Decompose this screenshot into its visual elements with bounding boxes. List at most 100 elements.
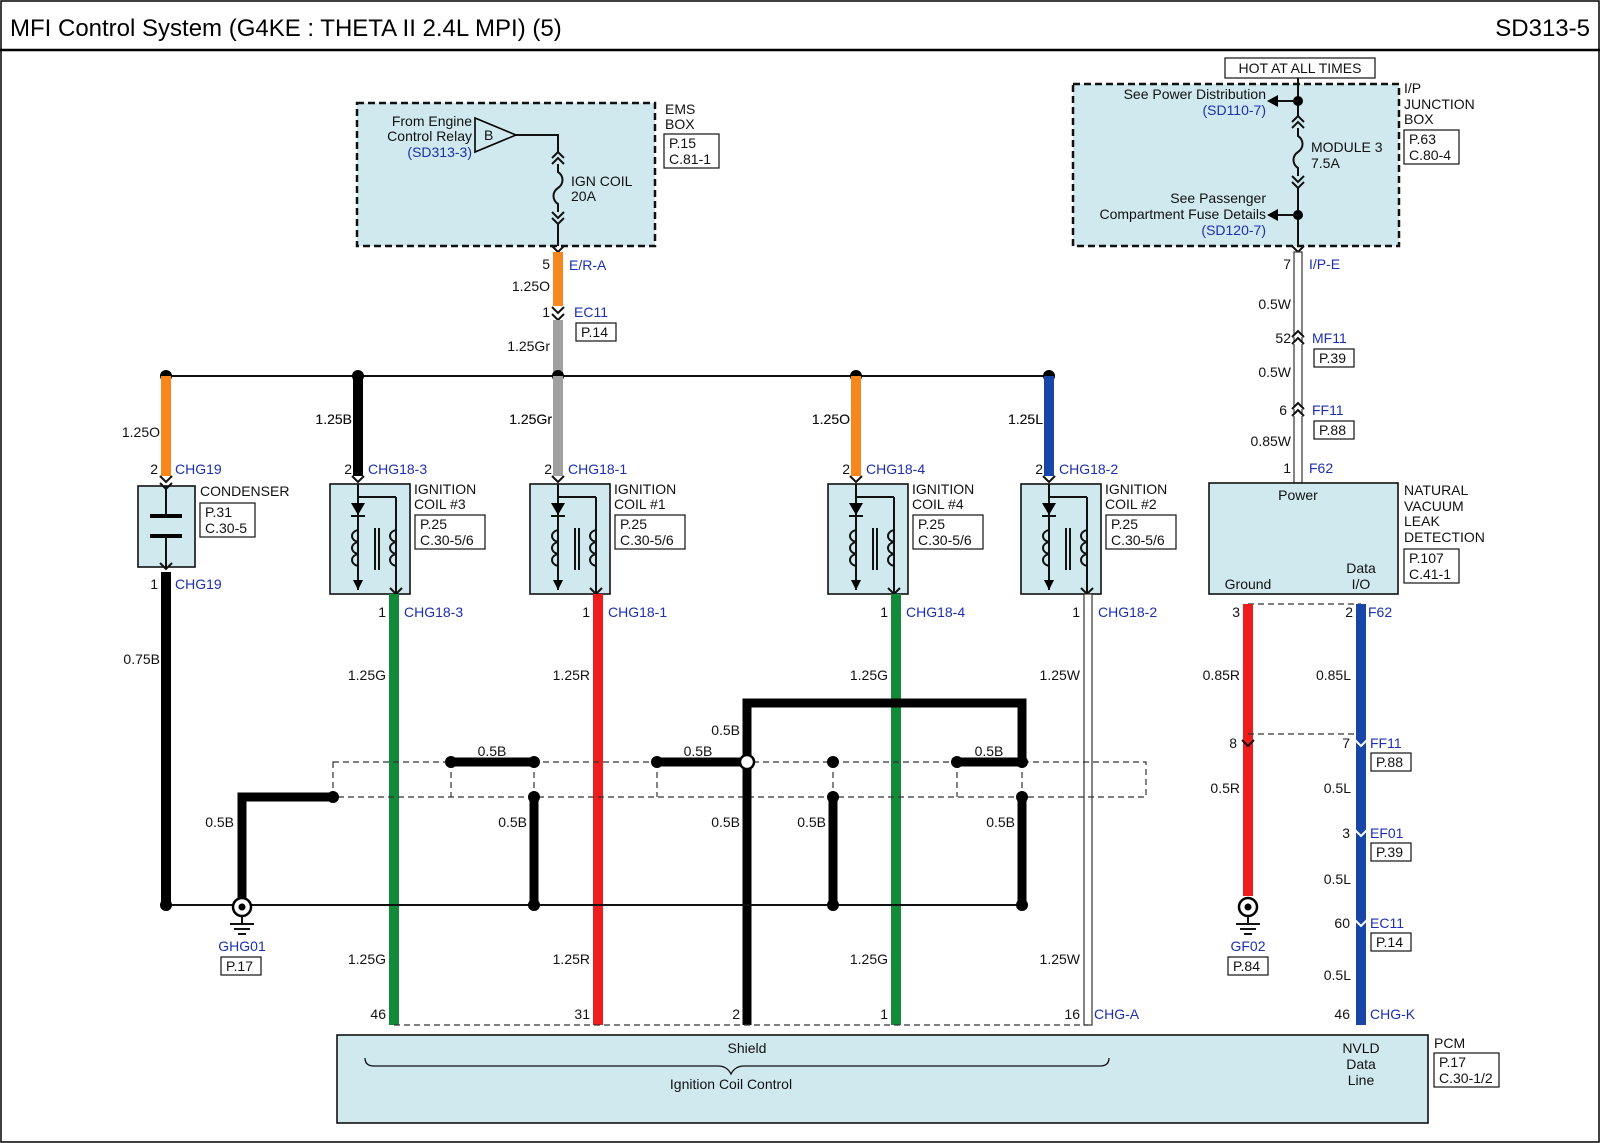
ground-ghg01-icon (230, 896, 254, 935)
svg-text:JUNCTION: JUNCTION (1404, 96, 1475, 112)
svg-text:0.5W: 0.5W (1258, 296, 1291, 312)
svg-text:0.5W: 0.5W (1258, 364, 1291, 380)
ground-gf02-icon (1236, 896, 1260, 935)
svg-text:EC11: EC11 (1370, 915, 1404, 931)
svg-text:P.17: P.17 (226, 958, 253, 974)
svg-text:0.5B: 0.5B (986, 814, 1015, 830)
svg-text:EF01: EF01 (1370, 825, 1404, 841)
svg-text:0.85L: 0.85L (1316, 667, 1351, 683)
svg-text:From Engine: From Engine (392, 113, 472, 129)
svg-text:CHG-A: CHG-A (1094, 1006, 1140, 1022)
svg-text:P.31: P.31 (205, 504, 232, 520)
pcm-module: 2 CHG-A Shield Ignition Coil Control NVL… (336, 1006, 1500, 1124)
svg-text:1.25O: 1.25O (812, 411, 850, 427)
svg-text:P.88: P.88 (1319, 422, 1346, 438)
svg-text:IGNITION: IGNITION (912, 481, 974, 497)
svg-text:1.25W: 1.25W (1040, 951, 1081, 967)
svg-text:1: 1 (880, 1006, 888, 1022)
svg-text:Ignition Coil Control: Ignition Coil Control (670, 1076, 792, 1092)
svg-text:1.25O: 1.25O (122, 424, 160, 440)
svg-text:1.25R: 1.25R (553, 951, 590, 967)
svg-text:P.25: P.25 (1111, 516, 1138, 532)
svg-text:IGNITION: IGNITION (1105, 481, 1167, 497)
svg-text:F62: F62 (1368, 604, 1392, 620)
svg-text:CHG18-1: CHG18-1 (568, 461, 627, 477)
svg-text:0.85W: 0.85W (1251, 433, 1292, 449)
svg-text:P.17: P.17 (1439, 1054, 1466, 1070)
svg-text:P.25: P.25 (918, 516, 945, 532)
svg-text:1.25G: 1.25G (850, 667, 888, 683)
svg-text:P.88: P.88 (1376, 754, 1403, 770)
svg-text:1.25W: 1.25W (1040, 667, 1081, 683)
svg-text:7: 7 (1342, 735, 1350, 751)
svg-text:0.75B: 0.75B (123, 651, 160, 667)
svg-text:CONDENSER: CONDENSER (200, 483, 289, 499)
svg-text:FF11: FF11 (1370, 735, 1402, 751)
svg-text:1: 1 (1072, 604, 1080, 620)
svg-text:CHG19: CHG19 (175, 576, 222, 592)
svg-text:PCM: PCM (1434, 1035, 1465, 1051)
svg-text:See Passenger: See Passenger (1170, 190, 1266, 206)
svg-text:CHG18-4: CHG18-4 (866, 461, 925, 477)
svg-text:1.25G: 1.25G (348, 667, 386, 683)
shield-network: 0.5B 0.5B 0.5B 0.5B 0.5B 0.5B 0.5B 0.5B … (160, 698, 1147, 1025)
svg-text:2: 2 (732, 1006, 740, 1022)
svg-text:GF02: GF02 (1230, 938, 1265, 954)
svg-text:IGN COIL: IGN COIL (571, 173, 633, 189)
svg-text:DETECTION: DETECTION (1404, 529, 1485, 545)
svg-text:1: 1 (1283, 460, 1291, 476)
svg-text:0.5B: 0.5B (711, 814, 740, 830)
svg-text:1.25Gr: 1.25Gr (509, 411, 552, 427)
svg-text:8: 8 (1229, 735, 1237, 751)
svg-text:1: 1 (542, 304, 550, 320)
svg-text:60: 60 (1334, 915, 1350, 931)
svg-text:3: 3 (1342, 825, 1350, 841)
svg-text:0.5B: 0.5B (478, 743, 507, 759)
svg-text:C.30-5/6: C.30-5/6 (918, 532, 972, 548)
svg-text:C.30-5: C.30-5 (205, 520, 247, 536)
svg-text:2: 2 (1345, 604, 1353, 620)
svg-text:MODULE 3: MODULE 3 (1311, 139, 1383, 155)
svg-text:46: 46 (370, 1006, 386, 1022)
svg-text:1: 1 (880, 604, 888, 620)
svg-text:0.5B: 0.5B (498, 814, 527, 830)
svg-text:6: 6 (1279, 402, 1287, 418)
feed-wire: 5 E/R-A 1.25O 1 EC11 P.14 1.25Gr (507, 245, 617, 376)
svg-text:I/P: I/P (1404, 80, 1421, 96)
svg-text:2: 2 (150, 461, 158, 477)
svg-text:P.15: P.15 (669, 135, 696, 151)
svg-text:Compartment Fuse Details: Compartment Fuse Details (1099, 206, 1266, 222)
svg-text:Power: Power (1278, 487, 1318, 503)
svg-text:P.25: P.25 (620, 516, 647, 532)
svg-text:31: 31 (574, 1006, 590, 1022)
svg-text:1.25L: 1.25L (1008, 411, 1043, 427)
svg-text:0.5L: 0.5L (1324, 871, 1351, 887)
nvld-power-chain: 7 I/P-E 0.5W 52 MF11 P.39 0.5W 6 FF11 P.… (1251, 245, 1355, 484)
svg-text:1.25B: 1.25B (315, 411, 352, 427)
svg-text:1.25O: 1.25O (812, 411, 850, 427)
svg-text:P.107: P.107 (1409, 550, 1444, 566)
svg-text:COIL #1: COIL #1 (614, 496, 666, 512)
svg-text:P.39: P.39 (1319, 350, 1346, 366)
svg-text:52: 52 (1275, 330, 1291, 346)
page-id: SD313-5 (1495, 15, 1590, 42)
svg-text:0.85R: 0.85R (1203, 667, 1240, 683)
svg-text:2: 2 (1035, 461, 1043, 477)
svg-text:MF11: MF11 (1312, 330, 1347, 346)
svg-text:E/R-A: E/R-A (569, 257, 607, 273)
svg-text:2: 2 (544, 461, 552, 477)
svg-text:EC11: EC11 (574, 304, 608, 320)
svg-text:7: 7 (1283, 256, 1291, 272)
svg-text:1: 1 (378, 604, 386, 620)
svg-text:IGNITION: IGNITION (414, 481, 476, 497)
svg-text:P.63: P.63 (1409, 131, 1436, 147)
relay-connector-icon (474, 116, 519, 154)
svg-text:0.5L: 0.5L (1324, 780, 1351, 796)
svg-text:C.30-5/6: C.30-5/6 (1111, 532, 1165, 548)
svg-text:C.30-1/2: C.30-1/2 (1439, 1070, 1493, 1086)
svg-text:0.5B: 0.5B (711, 722, 740, 738)
svg-text:CHG18-2: CHG18-2 (1059, 461, 1118, 477)
